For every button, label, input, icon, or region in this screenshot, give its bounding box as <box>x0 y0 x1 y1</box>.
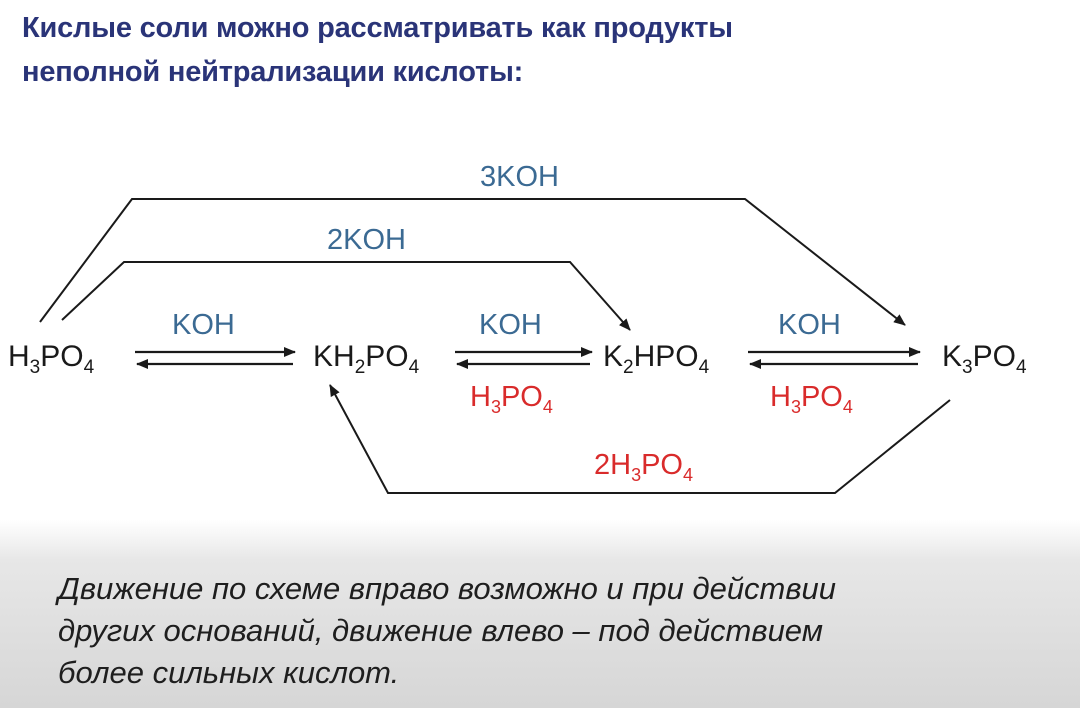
reagent-3koh: 3KOH <box>480 161 559 193</box>
arrow-2koh-path <box>61 261 631 331</box>
compound-k2hpo4: K2HPO4 <box>603 340 710 378</box>
reagent-h3po4-1: H3PO4 <box>470 381 553 417</box>
reagent-2koh: 2KOH <box>327 224 406 256</box>
compound-k3po4: K3PO4 <box>942 340 1027 378</box>
footer-line-1: Движение по схеме вправо возможно и при … <box>58 571 837 606</box>
heading-line-1: Кислые соли можно рассматривать как прод… <box>22 12 733 44</box>
footer-line-2: других оснований, движение влево – под д… <box>58 613 823 648</box>
compound-h3po4: H3PO4 <box>8 340 95 378</box>
slide-heading: Кислые соли можно рассматривать как прод… <box>22 6 1002 94</box>
reagent-koh-3: KOH <box>778 309 841 341</box>
reagent-h3po4-2: H3PO4 <box>770 381 853 417</box>
reagent-koh-2: KOH <box>479 309 542 341</box>
footer-note: Движение по схеме вправо возможно и при … <box>58 568 1048 694</box>
arrow-3koh-path <box>39 198 906 326</box>
compound-kh2po4: KH2PO4 <box>313 340 420 378</box>
reagent-2h3po4: 2H3PO4 <box>594 449 693 485</box>
heading-line-2: неполной нейтрализации кислоты: <box>22 56 524 88</box>
bypass-arrows <box>39 198 951 494</box>
equilibrium-arrows <box>135 347 921 369</box>
arrow-2h3po4-path <box>329 384 951 494</box>
footer-line-3: более сильных кислот. <box>58 655 400 690</box>
reagent-koh-1: KOH <box>172 309 235 341</box>
